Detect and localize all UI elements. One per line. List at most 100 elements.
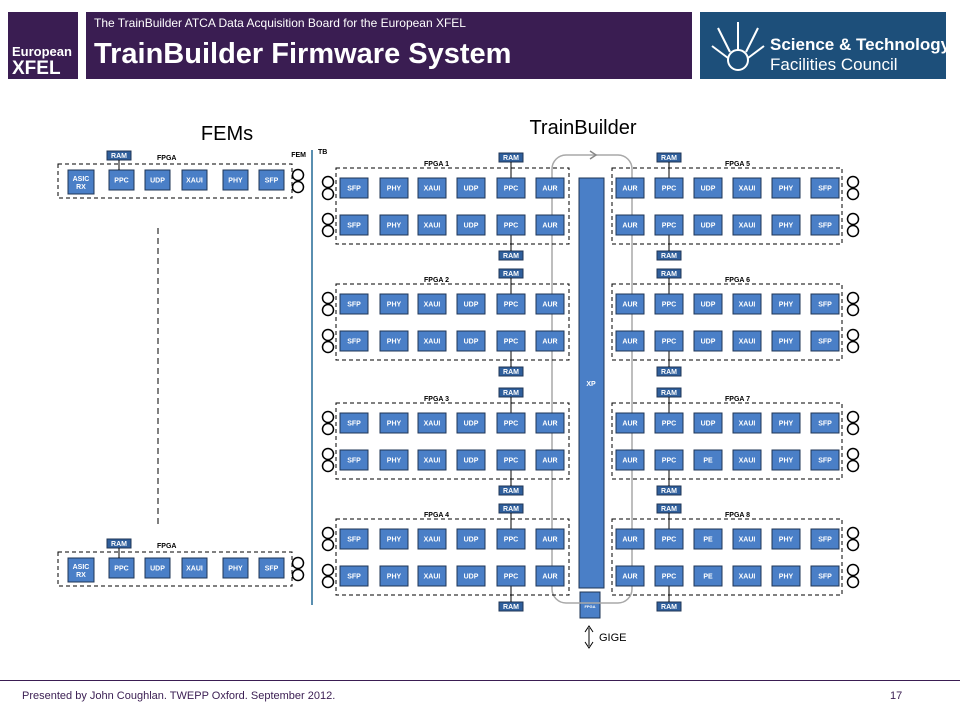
tb-sfp	[810, 412, 840, 434]
fem-2-ppc	[108, 557, 135, 579]
fem-1-phy	[222, 169, 249, 191]
tb-sfp-label: SFP	[818, 339, 832, 346]
sunburst-icon	[711, 22, 765, 71]
fpga-5-ram-bottom-label: RAM	[661, 253, 677, 260]
tb-ppc	[654, 565, 684, 587]
tb-right-connector	[846, 538, 860, 552]
fpga-7-ram-bottom-label: RAM	[661, 488, 677, 495]
tb-sfp-label: SFP	[347, 458, 361, 465]
xfel-logo-block	[8, 12, 78, 79]
tb-udp-label: UDP	[464, 421, 479, 428]
tb-phy-label: PHY	[779, 186, 794, 193]
tb-phy	[379, 565, 409, 587]
tb-phy-label: PHY	[387, 339, 402, 346]
slide-subtitle: The TrainBuilder ATCA Data Acquisition B…	[94, 16, 466, 30]
tb-ppc	[654, 412, 684, 434]
tb-xaui	[417, 330, 447, 352]
tb-xaui-label: XAUI	[424, 186, 441, 193]
tb-sfp	[339, 214, 369, 236]
tb-udp-label: UDP	[701, 339, 716, 346]
tb-xaui-label: XAUI	[739, 302, 756, 309]
fem-1-ppc-label: PPC	[114, 178, 128, 185]
tb-ppc	[496, 528, 526, 550]
tb-phy-label: PHY	[779, 421, 794, 428]
gige-arrow-heads	[584, 625, 594, 649]
tb-ppc-label: PPC	[662, 339, 676, 346]
fem-2-udp	[144, 557, 171, 579]
tb-aur	[615, 449, 645, 471]
tb-sfp	[339, 293, 369, 315]
tb-phy-label: PHY	[387, 186, 402, 193]
tb-xaui	[417, 449, 447, 471]
tb-sfp	[339, 177, 369, 199]
fem-2-fpga-outline	[57, 551, 293, 587]
fem-1-sfp-label: SFP	[265, 178, 279, 185]
tb-pe	[693, 528, 723, 550]
tb-aur	[615, 214, 645, 236]
tb-aur-label: AUR	[622, 223, 637, 230]
fpga-4-ram-top-label: RAM	[503, 506, 519, 513]
fem-1-ram-label: RAM	[111, 153, 127, 160]
tb-xaui-label: XAUI	[424, 421, 441, 428]
tb-aur	[615, 293, 645, 315]
tb-ppc-label: PPC	[662, 223, 676, 230]
tb-aur-label: AUR	[622, 302, 637, 309]
tb-aur	[615, 177, 645, 199]
tb-xaui	[417, 177, 447, 199]
tb-sfp	[339, 412, 369, 434]
tb-left-connector	[321, 575, 335, 589]
tb-phy	[771, 293, 801, 315]
tb-xaui	[732, 528, 762, 550]
tb-udp-label: UDP	[701, 186, 716, 193]
tb-xaui-label: XAUI	[739, 339, 756, 346]
fem-2-sfp	[258, 557, 285, 579]
tb-sfp-label: SFP	[347, 339, 361, 346]
footer-divider	[0, 680, 960, 681]
tb-ppc	[654, 214, 684, 236]
fem-2-ppc-label: PPC	[114, 566, 128, 573]
fem-2-connector	[291, 568, 305, 582]
fpga-6-ram-bottom-label: RAM	[661, 369, 677, 376]
tb-xaui	[732, 177, 762, 199]
tb-ppc	[496, 412, 526, 434]
tb-sfp-label: SFP	[347, 574, 361, 581]
tb-xaui	[732, 293, 762, 315]
tb-left-connector	[321, 187, 335, 201]
tb-xaui	[732, 449, 762, 471]
tb-xaui-label: XAUI	[739, 186, 756, 193]
tb-sfp	[810, 330, 840, 352]
tb-ppc	[654, 528, 684, 550]
tb-left-connector	[321, 526, 335, 540]
tb-aur	[535, 177, 565, 199]
tb-aur	[535, 214, 565, 236]
fem-2-asic-rx-label: RX	[76, 572, 86, 579]
tb-udp	[456, 528, 486, 550]
tb-left-connector	[321, 212, 335, 226]
gige-label: GIGE	[599, 632, 627, 644]
tb-phy-label: PHY	[779, 458, 794, 465]
tb-ppc-label: PPC	[504, 574, 518, 581]
tb-udp-label: UDP	[464, 458, 479, 465]
tb-sfp-label: SFP	[818, 186, 832, 193]
tb-left-connector	[321, 459, 335, 473]
fpga-3-ram-top-label: RAM	[503, 390, 519, 397]
tb-udp-label: UDP	[464, 223, 479, 230]
tb-aur	[535, 412, 565, 434]
tb-aur	[535, 528, 565, 550]
fpga-7-label: FPGA 7	[725, 396, 750, 403]
tb-ppc-label: PPC	[504, 458, 518, 465]
tb-phy-label: PHY	[779, 339, 794, 346]
tb-phy	[379, 528, 409, 550]
tb-ppc	[496, 177, 526, 199]
fpga-8-ram-bottom-label: RAM	[661, 604, 677, 611]
tb-xaui-label: XAUI	[739, 574, 756, 581]
tb-phy	[379, 293, 409, 315]
tb-xaui-label: XAUI	[424, 339, 441, 346]
tb-left-connector	[321, 410, 335, 424]
tb-ppc-label: PPC	[662, 537, 676, 544]
org-line2: Facilities Council	[770, 55, 898, 74]
slide-title: TrainBuilder Firmware System	[94, 38, 512, 70]
logo-line1: European	[12, 44, 72, 59]
tb-udp	[693, 412, 723, 434]
tb-phy	[771, 528, 801, 550]
